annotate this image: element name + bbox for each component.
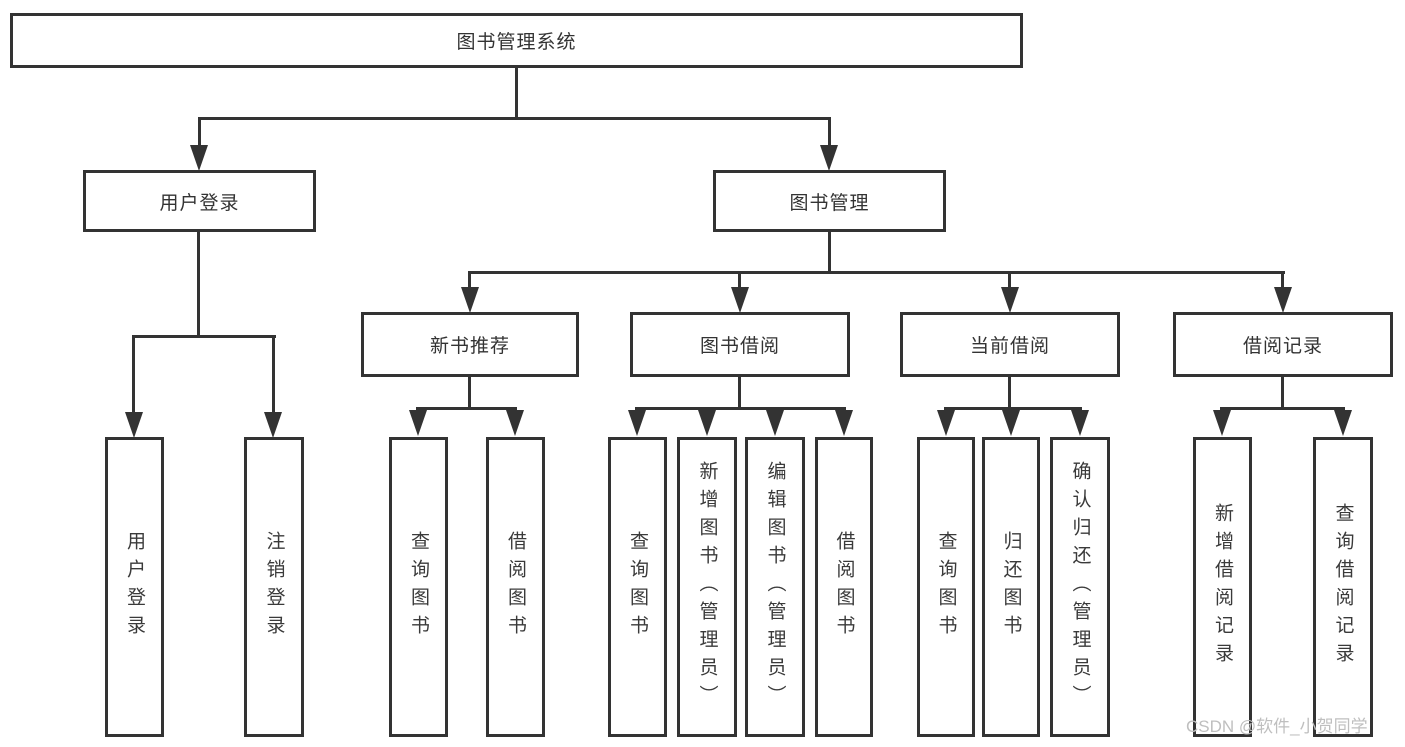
leaf-label: 归还图书 bbox=[1000, 531, 1022, 643]
node-new-books-label: 新书推荐 bbox=[429, 336, 510, 357]
connector-line bbox=[635, 407, 846, 410]
node-book-mgmt-label: 图书管理 bbox=[789, 192, 870, 214]
arrowhead-icon bbox=[698, 410, 716, 436]
arrowhead-icon bbox=[409, 410, 427, 436]
leaf-return-books: 归还图书 bbox=[982, 437, 1040, 737]
node-new-books: 新书推荐 bbox=[361, 312, 579, 377]
connector-line bbox=[1008, 271, 1011, 289]
connector-line bbox=[738, 377, 741, 410]
connector-line bbox=[197, 232, 200, 338]
leaf-edit-books-admin: 编辑图书（管理员） bbox=[745, 437, 805, 737]
leaf-borrow-books-1: 借阅图书 bbox=[486, 437, 545, 737]
connector-line bbox=[515, 68, 518, 119]
leaf-query-borrow-record: 查询借阅记录 bbox=[1313, 437, 1373, 737]
arrowhead-icon bbox=[835, 410, 853, 436]
node-borrow-records-label: 借阅记录 bbox=[1242, 336, 1323, 357]
leaf-borrow-books-2: 借阅图书 bbox=[815, 437, 873, 737]
connector-line bbox=[828, 232, 831, 274]
arrowhead-icon bbox=[125, 412, 143, 438]
connector-line bbox=[1220, 407, 1345, 410]
connector-line bbox=[416, 407, 517, 410]
connector-line bbox=[738, 271, 741, 289]
arrowhead-icon bbox=[461, 287, 479, 313]
node-current-borrow: 当前借阅 bbox=[900, 312, 1120, 377]
leaf-label: 新增图书（管理员） bbox=[696, 461, 718, 713]
arrowhead-icon bbox=[506, 410, 524, 436]
leaf-user-login: 用户登录 bbox=[105, 437, 164, 737]
arrowhead-icon bbox=[628, 410, 646, 436]
leaf-label: 确认归还（管理员） bbox=[1069, 461, 1091, 713]
arrowhead-icon bbox=[731, 287, 749, 313]
connector-line bbox=[944, 407, 1082, 410]
node-borrow-records: 借阅记录 bbox=[1173, 312, 1393, 377]
node-book-mgmt: 图书管理 bbox=[713, 170, 946, 232]
arrowhead-icon bbox=[190, 145, 208, 171]
connector-line bbox=[132, 335, 135, 412]
connector-line bbox=[272, 335, 275, 412]
leaf-add-books-admin: 新增图书（管理员） bbox=[677, 437, 737, 737]
arrowhead-icon bbox=[1002, 410, 1020, 436]
leaf-label: 查询图书 bbox=[935, 531, 957, 643]
arrowhead-icon bbox=[264, 412, 282, 438]
connector-line bbox=[468, 377, 471, 410]
leaf-query-books-2: 查询图书 bbox=[608, 437, 667, 737]
leaf-label: 查询图书 bbox=[627, 531, 648, 643]
connector-line bbox=[1281, 271, 1284, 289]
leaf-label: 注销登录 bbox=[263, 531, 285, 643]
leaf-add-borrow-record: 新增借阅记录 bbox=[1193, 437, 1252, 737]
node-user-login: 用户登录 bbox=[83, 170, 316, 232]
leaf-label: 查询图书 bbox=[408, 531, 429, 643]
connector-line bbox=[1281, 377, 1284, 410]
leaf-logout: 注销登录 bbox=[244, 437, 304, 737]
arrowhead-icon bbox=[937, 410, 955, 436]
connector-line bbox=[198, 117, 201, 145]
connector-line bbox=[1008, 377, 1011, 410]
leaf-label: 查询借阅记录 bbox=[1332, 503, 1354, 671]
arrowhead-icon bbox=[1001, 287, 1019, 313]
node-current-borrow-label: 当前借阅 bbox=[969, 336, 1050, 357]
arrowhead-icon bbox=[1071, 410, 1089, 436]
csdn-watermark: CSDN @软件_小贺同学 bbox=[1186, 717, 1368, 736]
arrowhead-icon bbox=[1213, 410, 1231, 436]
leaf-label: 借阅图书 bbox=[833, 531, 855, 643]
node-user-login-label: 用户登录 bbox=[159, 192, 240, 214]
leaf-query-books-3: 查询图书 bbox=[917, 437, 975, 737]
leaf-label: 借阅图书 bbox=[505, 531, 526, 643]
arrowhead-icon bbox=[1334, 410, 1352, 436]
connector-line bbox=[132, 335, 276, 338]
node-root-label: 图书管理系统 bbox=[456, 32, 577, 53]
arrowhead-icon bbox=[766, 410, 784, 436]
leaf-label: 用户登录 bbox=[124, 531, 145, 643]
leaf-label: 编辑图书（管理员） bbox=[764, 461, 786, 713]
node-root: 图书管理系统 bbox=[10, 13, 1023, 68]
connector-line bbox=[828, 117, 831, 145]
connector-line bbox=[468, 271, 471, 289]
connector-line bbox=[468, 271, 1285, 274]
arrowhead-icon bbox=[1274, 287, 1292, 313]
node-book-borrow-label: 图书借阅 bbox=[699, 336, 780, 357]
arrowhead-icon bbox=[820, 145, 838, 171]
node-book-borrow: 图书借阅 bbox=[630, 312, 850, 377]
leaf-label: 新增借阅记录 bbox=[1212, 503, 1233, 671]
leaf-confirm-return-admin: 确认归还（管理员） bbox=[1050, 437, 1110, 737]
leaf-query-books-1: 查询图书 bbox=[389, 437, 448, 737]
connector-line bbox=[198, 117, 831, 120]
